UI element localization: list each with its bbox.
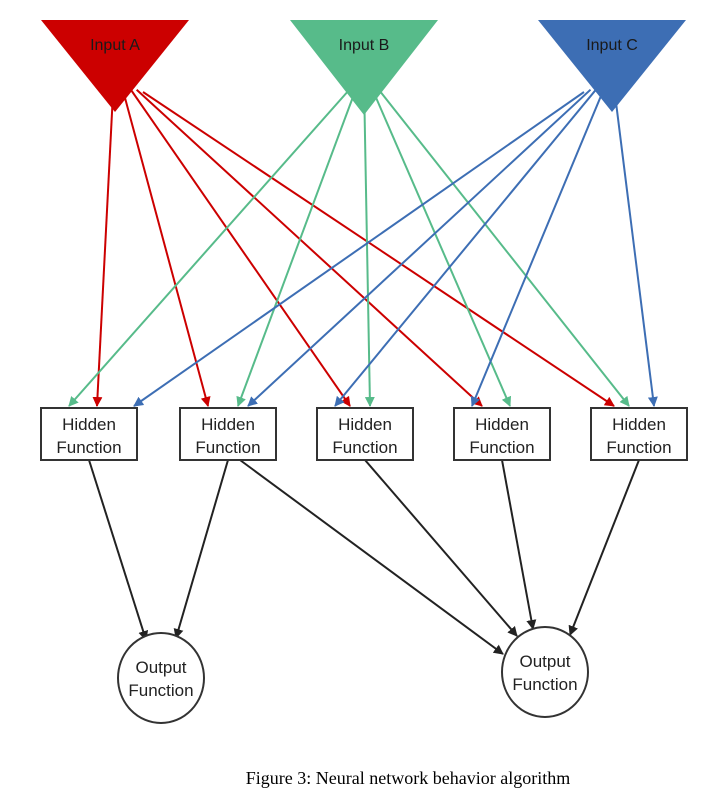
edge-input-A-to-H5 <box>142 91 615 407</box>
triangle-shape <box>538 20 686 112</box>
edge-input-A-to-H2 <box>120 83 211 407</box>
edge-hidden-H1-to-O1 <box>88 459 149 641</box>
hidden-label-line2: Function <box>469 438 534 457</box>
edge-input-A-to-H1 <box>92 82 115 407</box>
input-node-b: Input B <box>290 20 438 115</box>
edge-input-C-to-H1 <box>133 91 585 407</box>
hidden-label-line2: Function <box>195 438 260 457</box>
edge-input-C-to-H5 <box>612 82 658 407</box>
edge-input-C-to-H4 <box>470 83 607 407</box>
triangle-shape <box>41 20 189 112</box>
triangle-shape <box>290 20 438 115</box>
hidden-box <box>453 407 551 461</box>
edge-hidden-H4-to-O2 <box>501 459 537 630</box>
hidden-label-line1: Hidden <box>338 415 392 434</box>
input-label: Input A <box>90 37 140 54</box>
hidden-label-line2: Function <box>56 438 121 457</box>
output-label-line1: Output <box>135 658 186 677</box>
hidden-label-line1: Hidden <box>62 415 116 434</box>
hidden-box <box>40 407 138 461</box>
hidden-box <box>316 407 414 461</box>
edge-input-B-to-H3 <box>363 85 375 407</box>
edge-input-B-to-H4 <box>370 87 511 407</box>
input-label: Input C <box>586 37 638 54</box>
edge-input-A-to-H4 <box>135 89 483 407</box>
figure-caption: Figure 3: Neural network behavior algori… <box>245 768 571 788</box>
input-node-c: Input C <box>538 20 686 112</box>
input-node-a: Input A <box>41 20 189 112</box>
edge-input-C-to-H3 <box>334 86 599 407</box>
edge-input-A-to-H3 <box>128 86 351 407</box>
edge-hidden-H5-to-O2 <box>568 459 640 636</box>
hidden-box <box>590 407 688 461</box>
output-label-line2: Function <box>128 681 193 700</box>
input-label: Input B <box>339 37 390 54</box>
output-circle <box>501 626 589 718</box>
hidden-label-line2: Function <box>606 438 671 457</box>
output-label-line2: Function <box>512 675 577 694</box>
edges <box>68 82 658 655</box>
edge-input-C-to-H2 <box>247 88 592 407</box>
edge-input-B-to-H1 <box>68 89 350 407</box>
hidden-label-line2: Function <box>332 438 397 457</box>
hidden-box <box>179 407 277 461</box>
edge-hidden-H2-to-O1 <box>173 459 229 639</box>
hidden-label-line1: Hidden <box>612 415 666 434</box>
hidden-label-line1: Hidden <box>475 415 529 434</box>
edge-input-B-to-H2 <box>236 87 358 407</box>
output-circle <box>117 632 205 724</box>
edge-hidden-H2-to-O2 <box>239 459 504 655</box>
hidden-label-line1: Hidden <box>201 415 255 434</box>
edge-input-B-to-H5 <box>378 89 630 407</box>
edge-hidden-H3-to-O2 <box>364 459 518 637</box>
output-label-line1: Output <box>519 652 570 671</box>
